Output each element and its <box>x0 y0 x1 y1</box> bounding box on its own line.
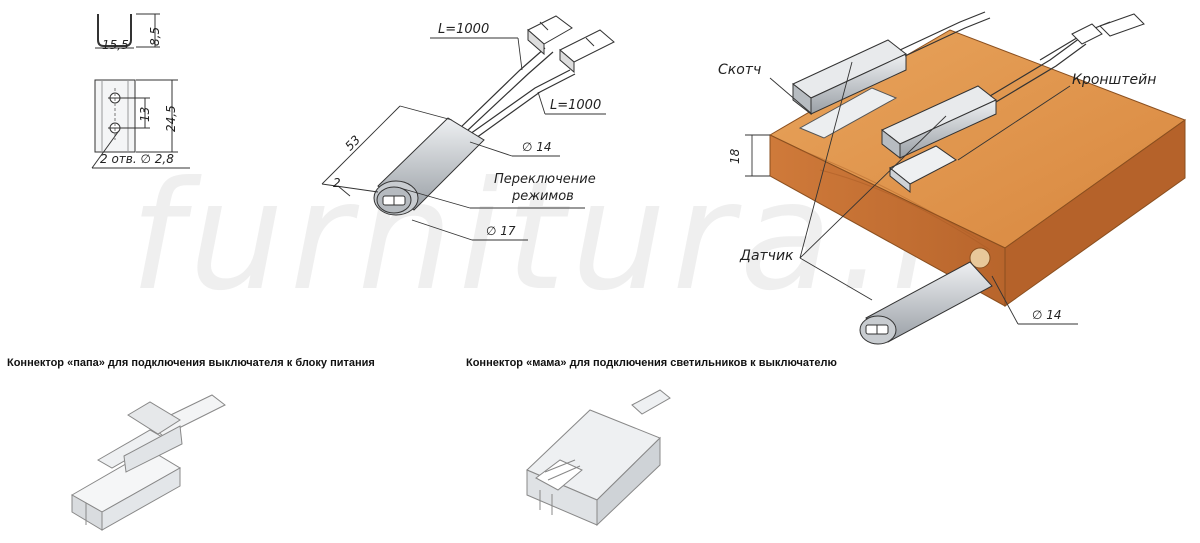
tape <box>798 87 898 139</box>
sensor-top <box>792 39 907 116</box>
panel-thickness-label: 18 <box>728 148 742 164</box>
switch-face-diameter-label: ∅ 17 <box>486 224 516 238</box>
sensor-bracket <box>881 85 997 194</box>
switch-offset-label: 2 <box>333 176 341 190</box>
male-connector-caption: Коннектор «папа» для подключения выключа… <box>7 357 375 369</box>
switch-body-diameter-label: ∅ 14 <box>522 140 552 154</box>
sensor-bottom <box>859 261 993 345</box>
profile-width-label: 15,5 <box>102 38 129 52</box>
switch-body <box>373 117 485 216</box>
mode-switch-label-line2: режимов <box>512 189 574 204</box>
tape-label: Скотч <box>718 62 762 78</box>
profile-hole-spacing-label: 13 <box>138 106 152 122</box>
switch-connectors <box>527 15 615 74</box>
bracket-connectors <box>1071 13 1145 45</box>
mode-switch-label-line1: Переключение <box>494 172 596 187</box>
profile-plate <box>91 79 190 169</box>
female-connector <box>526 389 671 527</box>
mounting-leaders <box>745 61 1078 325</box>
switch-dimensions <box>321 37 606 241</box>
female-connector-caption: Коннектор «мама» для подключения светиль… <box>466 357 837 369</box>
cable-length-label-2: L=1000 <box>550 98 602 113</box>
profile-height-label: 8,5 <box>148 26 162 46</box>
profile-length-label: 24,5 <box>164 105 178 132</box>
cable-length-label-1: L=1000 <box>438 22 490 37</box>
profile-section <box>95 13 160 49</box>
profile-holes-label: 2 отв. ∅ 2,8 <box>100 152 174 166</box>
top-cables <box>899 11 991 57</box>
sensor-label: Датчик <box>740 248 794 264</box>
switch-cables <box>459 47 576 139</box>
male-connector <box>70 394 226 531</box>
bracket-label: Кронштейн <box>1072 72 1157 88</box>
hole-diameter-label: ∅ 14 <box>1032 308 1062 322</box>
